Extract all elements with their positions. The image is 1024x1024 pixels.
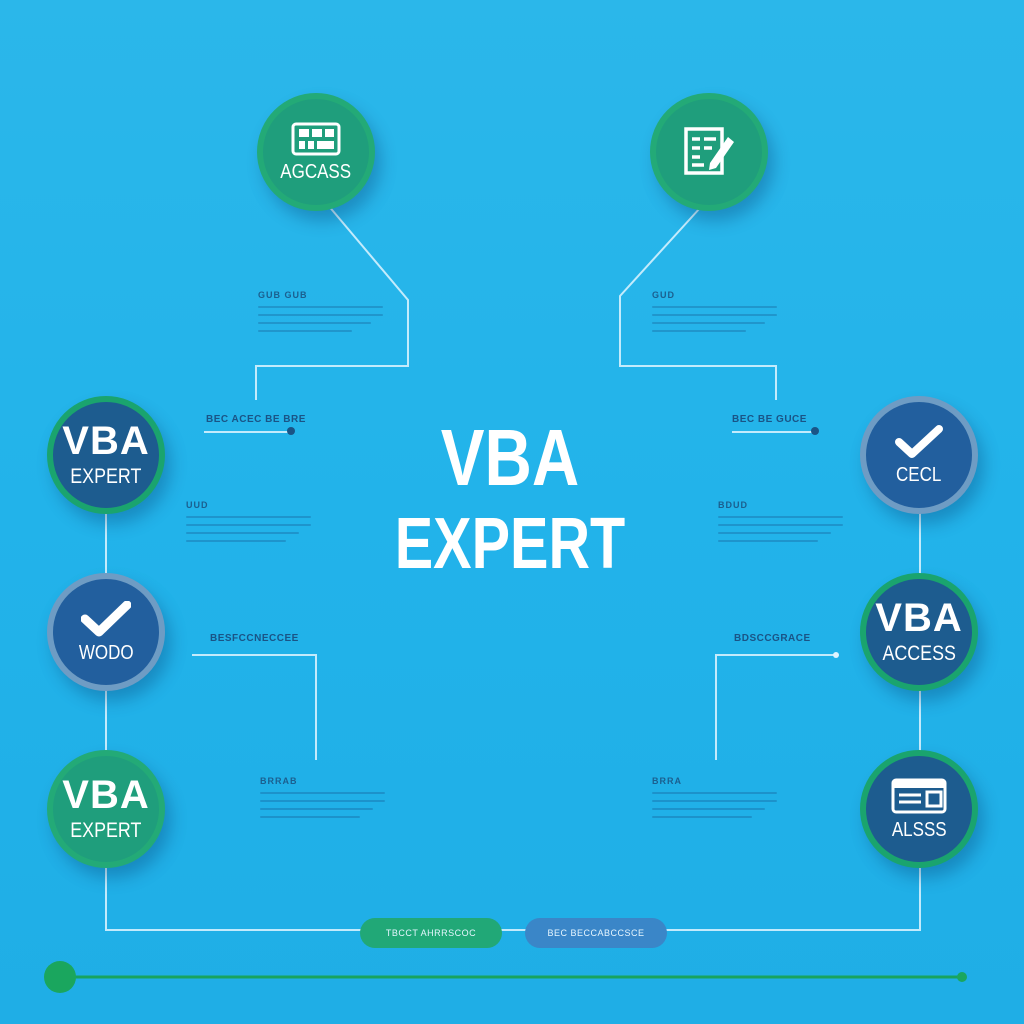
text-block-heading: BRRAB: [260, 776, 298, 786]
text-block-heading: BDUD: [718, 500, 748, 510]
node-label: CECL: [896, 464, 942, 486]
text-block-low-left: BRRAB: [260, 776, 385, 824]
text-block-heading: UUD: [186, 500, 209, 510]
text-block-mid-left: UUD: [186, 500, 311, 548]
text-block-top-left: GUB GUB: [258, 290, 383, 338]
node-right-2[interactable]: VBA ACCESS: [860, 573, 978, 691]
checkmark-icon: [895, 425, 943, 458]
checkmark-icon: [81, 601, 131, 637]
tag-left-1: BEC ACEC BE BRE: [206, 414, 306, 425]
node-subtitle: EXPERT: [70, 465, 142, 489]
node-left-3[interactable]: VBA EXPERT: [47, 750, 165, 868]
text-block-low-right: BRRA: [652, 776, 777, 824]
node-label: WODO: [78, 642, 134, 664]
form-card-icon: [891, 778, 947, 814]
main-title-line-1: VBA: [440, 413, 580, 502]
node-right-1[interactable]: CECL: [860, 396, 978, 514]
node-top-right[interactable]: [650, 93, 768, 211]
node-left-1[interactable]: VBA EXPERT: [47, 396, 165, 514]
text-block-top-right: GUD: [652, 290, 777, 338]
text-block-heading: BRRA: [652, 776, 682, 786]
pill-blue[interactable]: BEC BECCABCCSCE: [525, 918, 667, 948]
node-label: AGCASS: [280, 161, 352, 183]
text-block-heading: GUD: [652, 290, 675, 300]
node-title: VBA: [62, 419, 150, 464]
text-block-mid-right: BDUD: [718, 500, 843, 548]
document-edit-icon: [684, 127, 734, 175]
node-subtitle: EXPERT: [70, 819, 142, 843]
pill-green[interactable]: TBCCT AHRRSCOC: [360, 918, 502, 948]
node-title: VBA: [875, 596, 963, 641]
node-subtitle: ACCESS: [882, 642, 956, 666]
tag-right-2: BDSCCGRACE: [734, 633, 811, 644]
tag-left-2: BESFCCNECCEE: [210, 633, 299, 644]
main-title-line-2: EXPERT: [394, 504, 626, 584]
node-label: ALSSS: [891, 819, 947, 841]
node-top-left[interactable]: AGCASS: [257, 93, 375, 211]
calculator-icon: [291, 122, 341, 156]
node-left-2[interactable]: WODO: [47, 573, 165, 691]
tag-right-1: BEC BE GUCE: [732, 414, 807, 425]
main-title: VBA EXPERT: [340, 412, 680, 584]
text-block-heading: GUB GUB: [258, 290, 308, 300]
node-right-3[interactable]: ALSSS: [860, 750, 978, 868]
node-title: VBA: [62, 773, 150, 818]
